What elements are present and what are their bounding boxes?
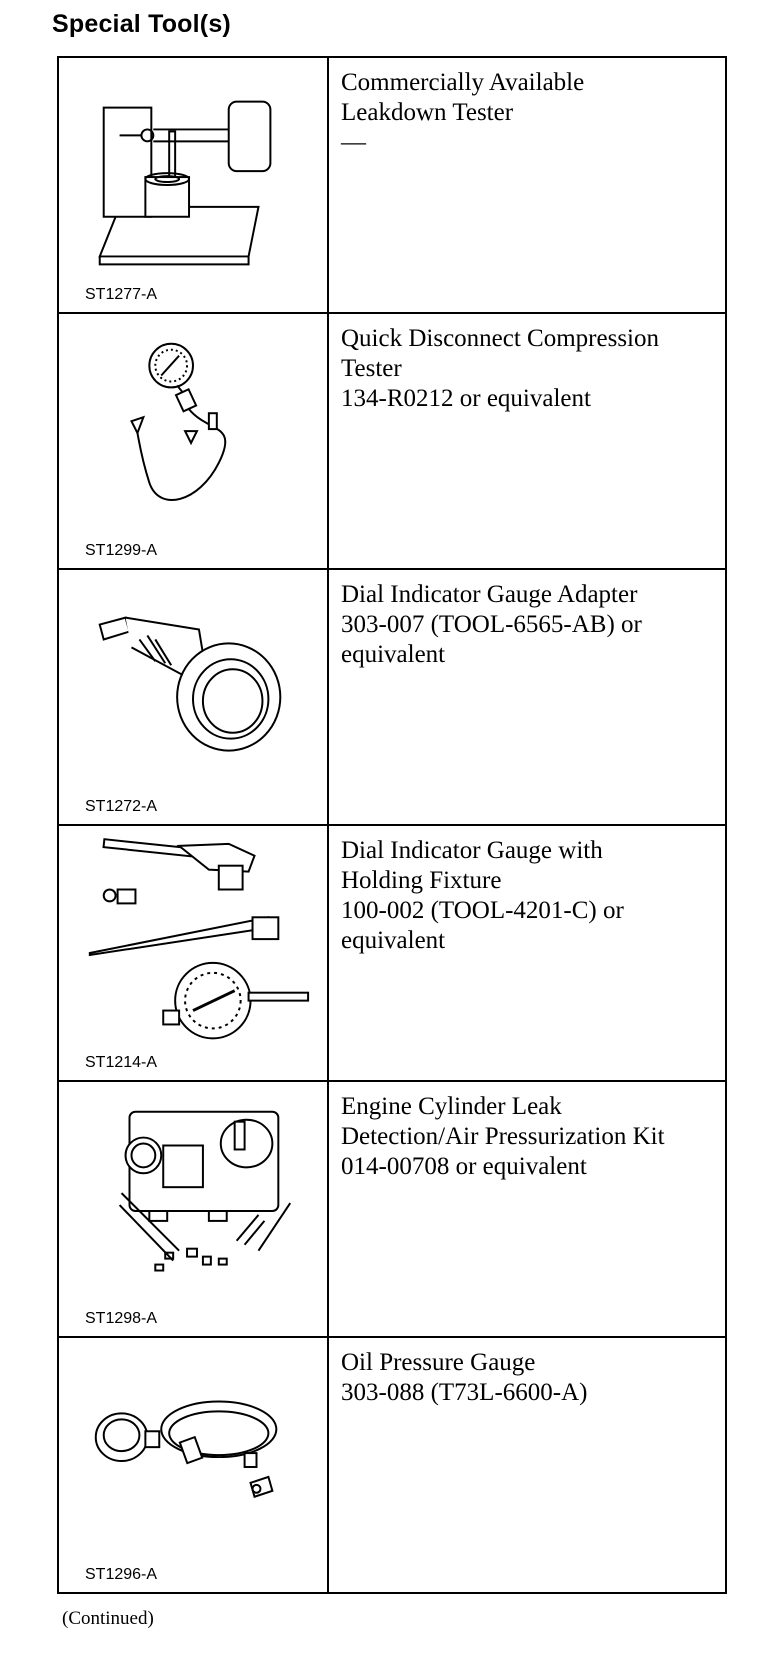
figure-code: ST1296-A (85, 1566, 158, 1583)
table-row: ST1299-A Quick Disconnect Compression Te… (57, 312, 727, 570)
figure-code: ST1214-A (85, 1054, 158, 1071)
compression-tester-icon (130, 342, 227, 501)
tool-description-line: Oil Pressure Gauge (341, 1349, 536, 1376)
figure-code: ST1277-A (85, 286, 158, 303)
tool-description-line: equivalent (341, 641, 446, 668)
table-row: ST1277-A Commercially Available Leakdown… (57, 56, 727, 314)
table-row: ST1214-A Dial Indicator Gauge with Holdi… (57, 824, 727, 1082)
tool-description-cell: Engine Cylinder Leak Detection/Air Press… (327, 1080, 727, 1338)
tool-description-line: Dial Indicator Gauge Adapter (341, 581, 638, 608)
leakdown-tester-icon (98, 100, 272, 266)
continued-note: (Continued) (62, 1608, 154, 1629)
dial-indicator-icon (88, 838, 310, 1040)
table-row: ST1272-A Dial Indicator Gauge Adapter 30… (57, 568, 727, 826)
figure-code: ST1299-A (85, 542, 158, 559)
tool-description-line: Detection/Air Pressurization Kit (341, 1123, 665, 1150)
tool-part-number: 134-R0212 or equivalent (341, 385, 591, 412)
tool-illustration-cell: ST1299-A (57, 312, 329, 570)
tool-description-line: Tester (341, 355, 402, 382)
oil-pressure-gauge-icon (94, 1400, 278, 1499)
tool-illustration-cell: ST1277-A (57, 56, 329, 314)
tool-description-line: Quick Disconnect Compression (341, 325, 660, 352)
tool-description-line: equivalent (341, 927, 446, 954)
tool-description-cell: Quick Disconnect Compression Tester 134-… (327, 312, 727, 570)
tool-description-cell: Dial Indicator Gauge with Holding Fixtur… (327, 824, 727, 1082)
special-tools-table: ST1277-A Commercially Available Leakdown… (57, 56, 727, 1594)
figure-code: ST1272-A (85, 798, 158, 815)
tool-part-number: 100-002 (TOOL-4201-C) or (341, 897, 624, 924)
tool-description-cell: Oil Pressure Gauge 303-088 (T73L-6600-A) (327, 1336, 727, 1594)
tool-part-number: 014-00708 or equivalent (341, 1153, 587, 1180)
table-row: ST1296-A Oil Pressure Gauge 303-088 (T73… (57, 1336, 727, 1594)
tool-part-number: — (341, 129, 366, 156)
figure-code: ST1298-A (85, 1310, 158, 1327)
tool-illustration-cell: ST1214-A (57, 824, 329, 1082)
tool-description-line: Engine Cylinder Leak (341, 1093, 562, 1120)
table-row: ST1298-A Engine Cylinder Leak Detection/… (57, 1080, 727, 1338)
tool-part-number: 303-088 (T73L-6600-A) (341, 1379, 588, 1406)
tool-illustration-cell: ST1298-A (57, 1080, 329, 1338)
page-title: Special Tool(s) (52, 10, 231, 38)
gauge-adapter-icon (98, 616, 282, 752)
tool-description-line: Holding Fixture (341, 867, 502, 894)
tool-description-line: Leakdown Tester (341, 99, 514, 126)
tool-illustration-cell: ST1296-A (57, 1336, 329, 1594)
tool-part-number: 303-007 (TOOL-6565-AB) or (341, 611, 642, 638)
leak-detection-kit-icon (118, 1110, 292, 1272)
tool-description-line: Commercially Available (341, 69, 585, 96)
tool-illustration-cell: ST1272-A (57, 568, 329, 826)
tool-description-cell: Commercially Available Leakdown Tester — (327, 56, 727, 314)
tool-description-line: Dial Indicator Gauge with (341, 837, 603, 864)
tool-description-cell: Dial Indicator Gauge Adapter 303-007 (TO… (327, 568, 727, 826)
